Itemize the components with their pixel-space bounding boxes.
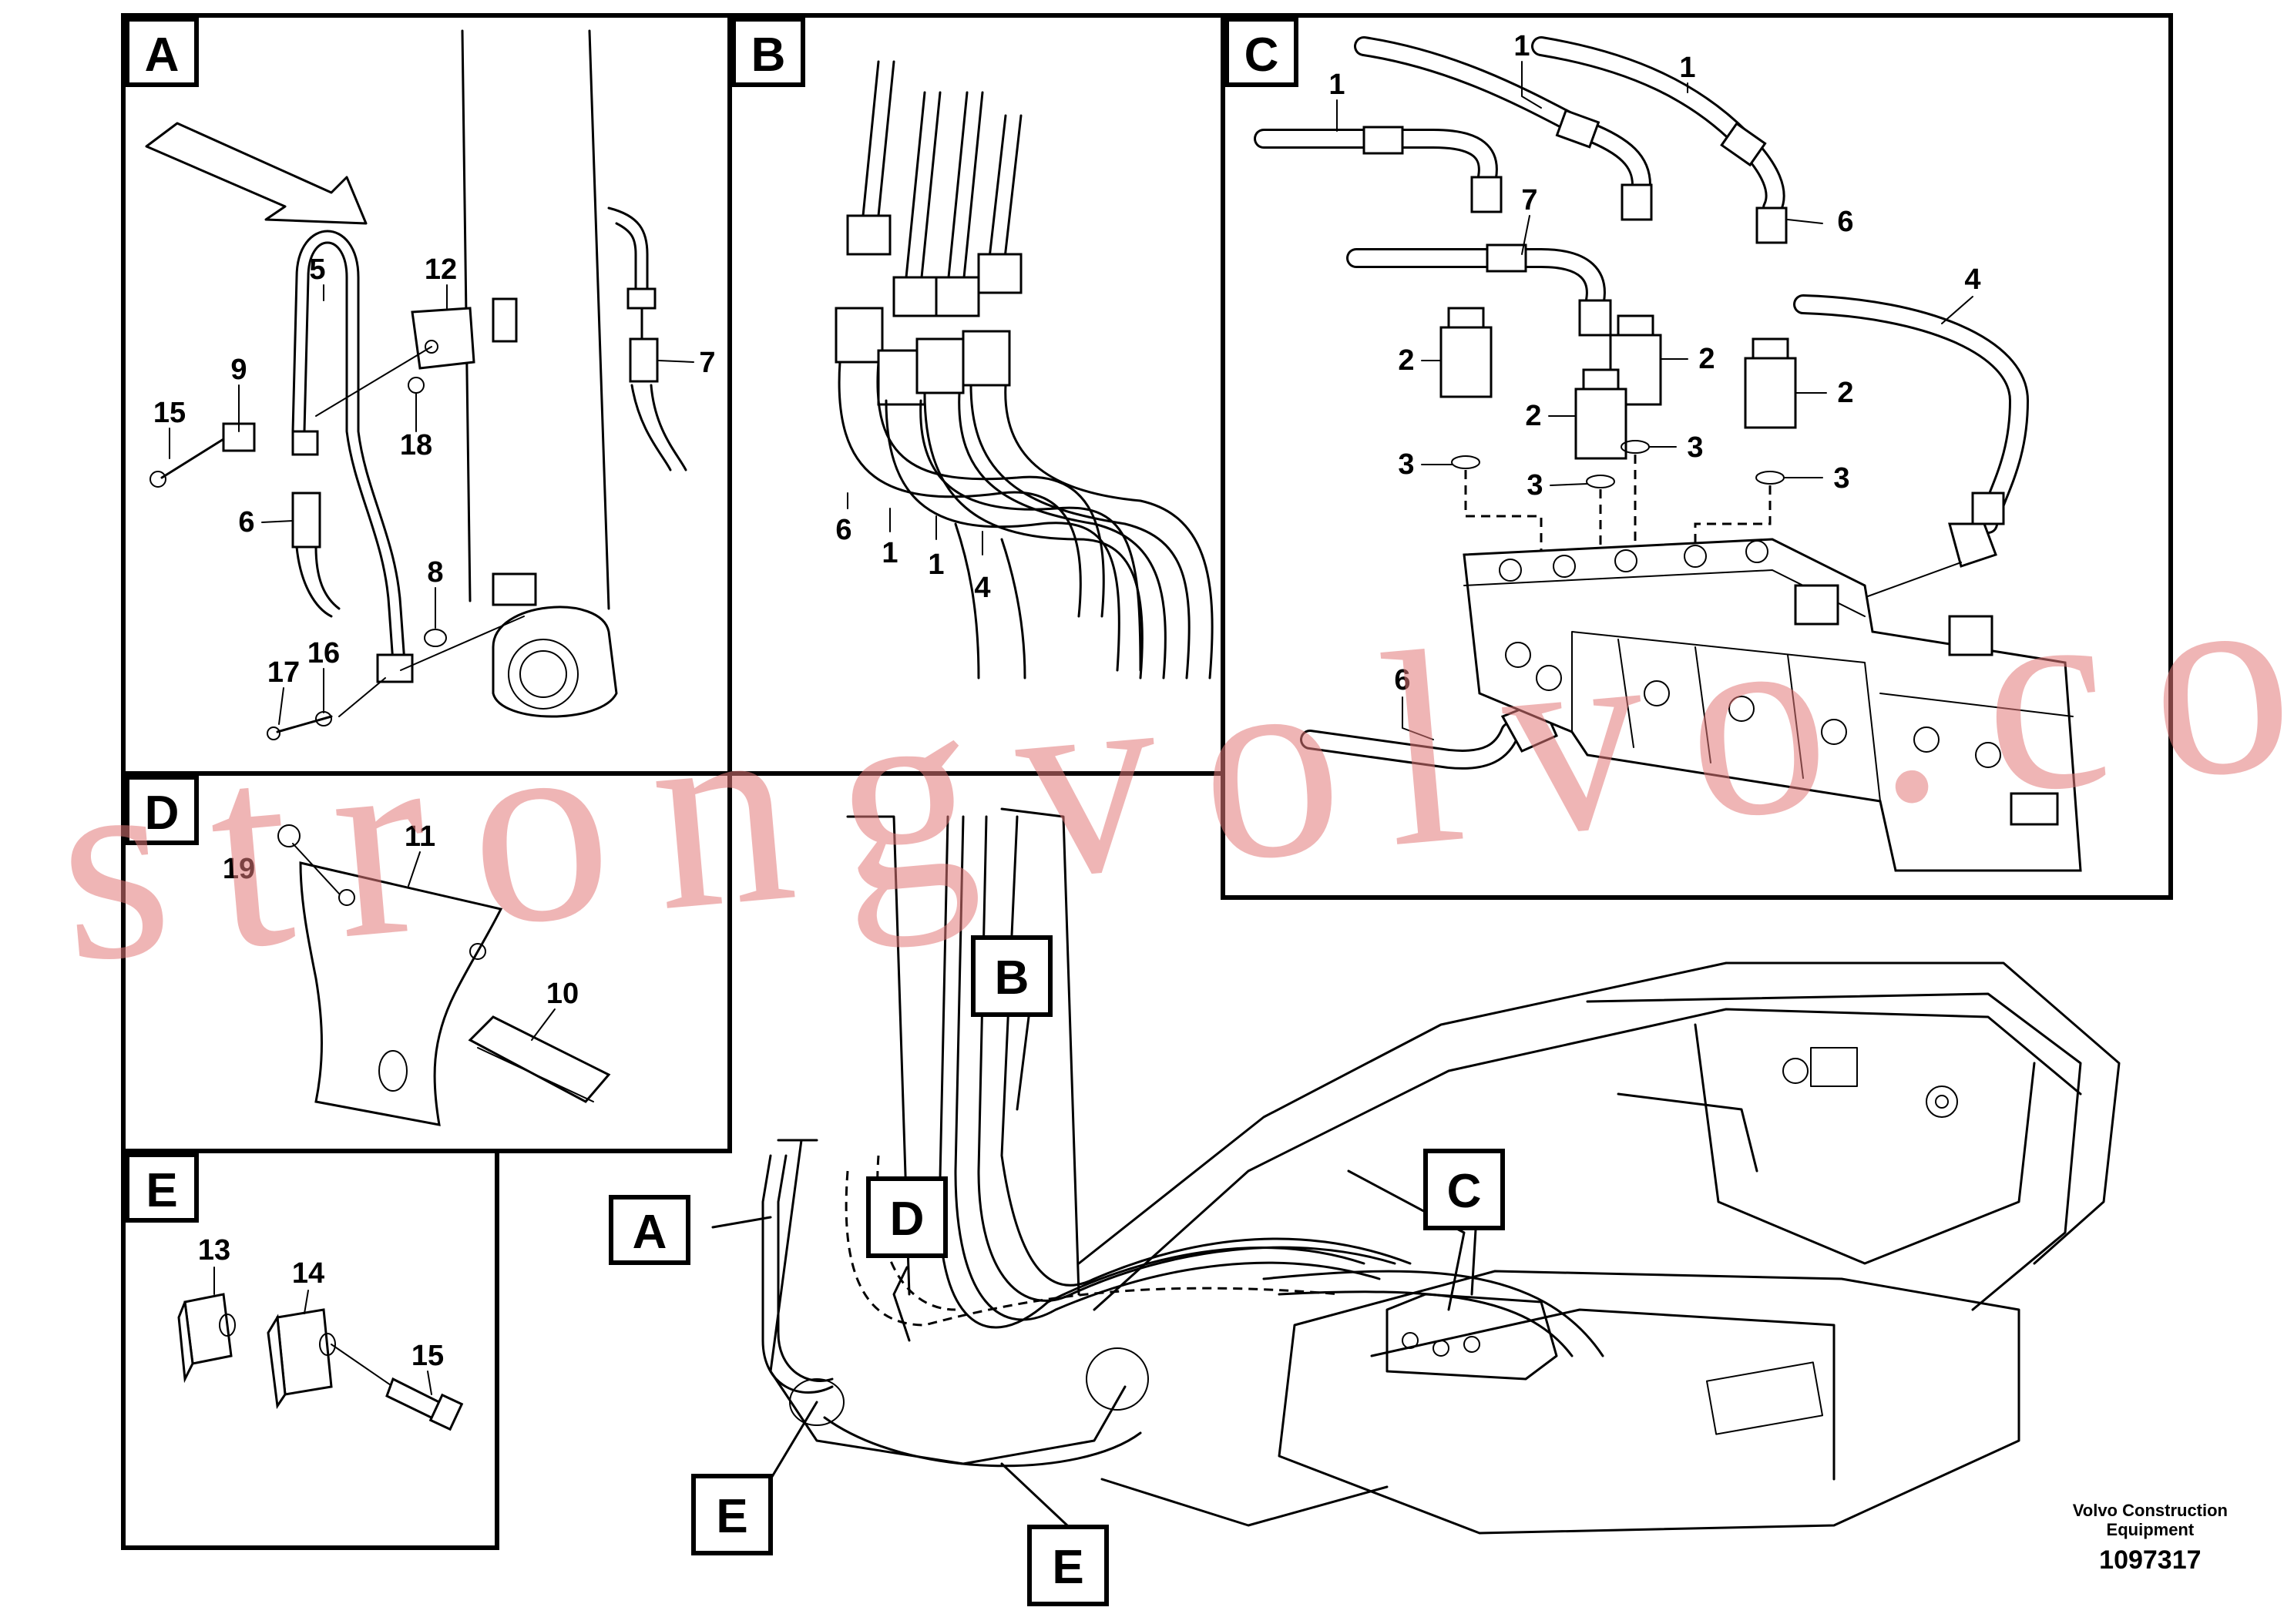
overview-tag-a[interactable]: A xyxy=(609,1195,690,1265)
callout-c-1c: 1 xyxy=(1679,52,1695,84)
callout-a-15: 15 xyxy=(153,397,186,429)
panel-tag-b[interactable]: B xyxy=(731,17,805,87)
callout-b-6: 6 xyxy=(835,514,851,546)
brand-line-1: Volvo Construction xyxy=(2072,1501,2228,1520)
callout-c-6a: 6 xyxy=(1837,206,1853,238)
callout-c-2b: 2 xyxy=(1698,343,1715,375)
overview-tag-e-right[interactable]: E xyxy=(1027,1525,1109,1606)
panel-tag-e[interactable]: E xyxy=(125,1153,199,1223)
callout-c-7: 7 xyxy=(1521,184,1537,216)
callout-a-16: 16 xyxy=(307,637,340,669)
title-block: Volvo Construction Equipment 1097317 xyxy=(2073,1501,2228,1575)
callout-c-1b: 1 xyxy=(1513,30,1530,62)
overview-tag-e-right-text: E xyxy=(1052,1541,1083,1594)
brand-line-2: Equipment xyxy=(2106,1520,2195,1539)
callout-a-17: 17 xyxy=(267,656,300,689)
overview-tag-d[interactable]: D xyxy=(866,1176,948,1258)
panel-a xyxy=(121,13,732,776)
panel-tag-a[interactable]: A xyxy=(125,17,199,87)
panel-b xyxy=(727,13,1225,776)
callout-c-3a: 3 xyxy=(1398,448,1414,481)
callout-e-14: 14 xyxy=(292,1257,324,1290)
drawing-number: 1097317 xyxy=(2099,1545,2202,1575)
overview-tag-b[interactable]: B xyxy=(971,935,1053,1017)
callout-c-2c: 2 xyxy=(1525,400,1541,432)
callout-c-1a: 1 xyxy=(1328,69,1345,101)
overview-tag-b-text: B xyxy=(995,951,1029,1005)
callout-a-5: 5 xyxy=(309,253,325,286)
callout-e-13: 13 xyxy=(198,1234,230,1267)
overview-tag-d-text: D xyxy=(890,1193,925,1246)
callout-e-15: 15 xyxy=(411,1340,444,1372)
callout-c-4: 4 xyxy=(1964,263,1980,296)
panel-tag-b-text: B xyxy=(751,29,786,82)
panel-tag-a-text: A xyxy=(145,29,180,82)
callout-a-8: 8 xyxy=(427,556,443,589)
callout-a-12: 12 xyxy=(425,253,457,286)
callout-d-11: 11 xyxy=(405,820,435,853)
callout-d-19: 19 xyxy=(223,853,255,885)
panel-c xyxy=(1221,13,2173,900)
callout-a-9: 9 xyxy=(230,354,247,386)
callout-b-4: 4 xyxy=(974,572,990,604)
callout-leaders xyxy=(169,61,1973,1395)
callout-c-3d: 3 xyxy=(1527,469,1543,502)
panel-tag-e-text: E xyxy=(146,1164,177,1217)
callout-c-2a: 2 xyxy=(1398,344,1414,377)
panel-tag-c[interactable]: C xyxy=(1224,17,1298,87)
callout-a-18: 18 xyxy=(400,429,432,461)
callout-d-10: 10 xyxy=(546,978,579,1010)
overview-tag-e-left[interactable]: E xyxy=(691,1474,773,1555)
callout-c-6b: 6 xyxy=(1394,664,1410,696)
callout-a-6: 6 xyxy=(238,506,254,539)
overview-machine xyxy=(711,807,2121,1535)
callout-c-3b: 3 xyxy=(1687,431,1703,464)
callout-c-3c: 3 xyxy=(1833,462,1849,495)
callout-c-2d: 2 xyxy=(1837,377,1853,409)
overview-tag-e-left-text: E xyxy=(716,1490,747,1543)
callout-b-1a: 1 xyxy=(882,537,898,569)
overview-tag-c[interactable]: C xyxy=(1423,1149,1505,1230)
overview-tag-c-text: C xyxy=(1447,1165,1482,1218)
panel-tag-c-text: C xyxy=(1244,29,1279,82)
panel-tag-d-text: D xyxy=(145,787,180,840)
callout-b-1b: 1 xyxy=(928,549,944,581)
overview-tag-a-text: A xyxy=(633,1206,667,1259)
panel-tag-d[interactable]: D xyxy=(125,775,199,845)
callout-a-7: 7 xyxy=(699,347,715,379)
